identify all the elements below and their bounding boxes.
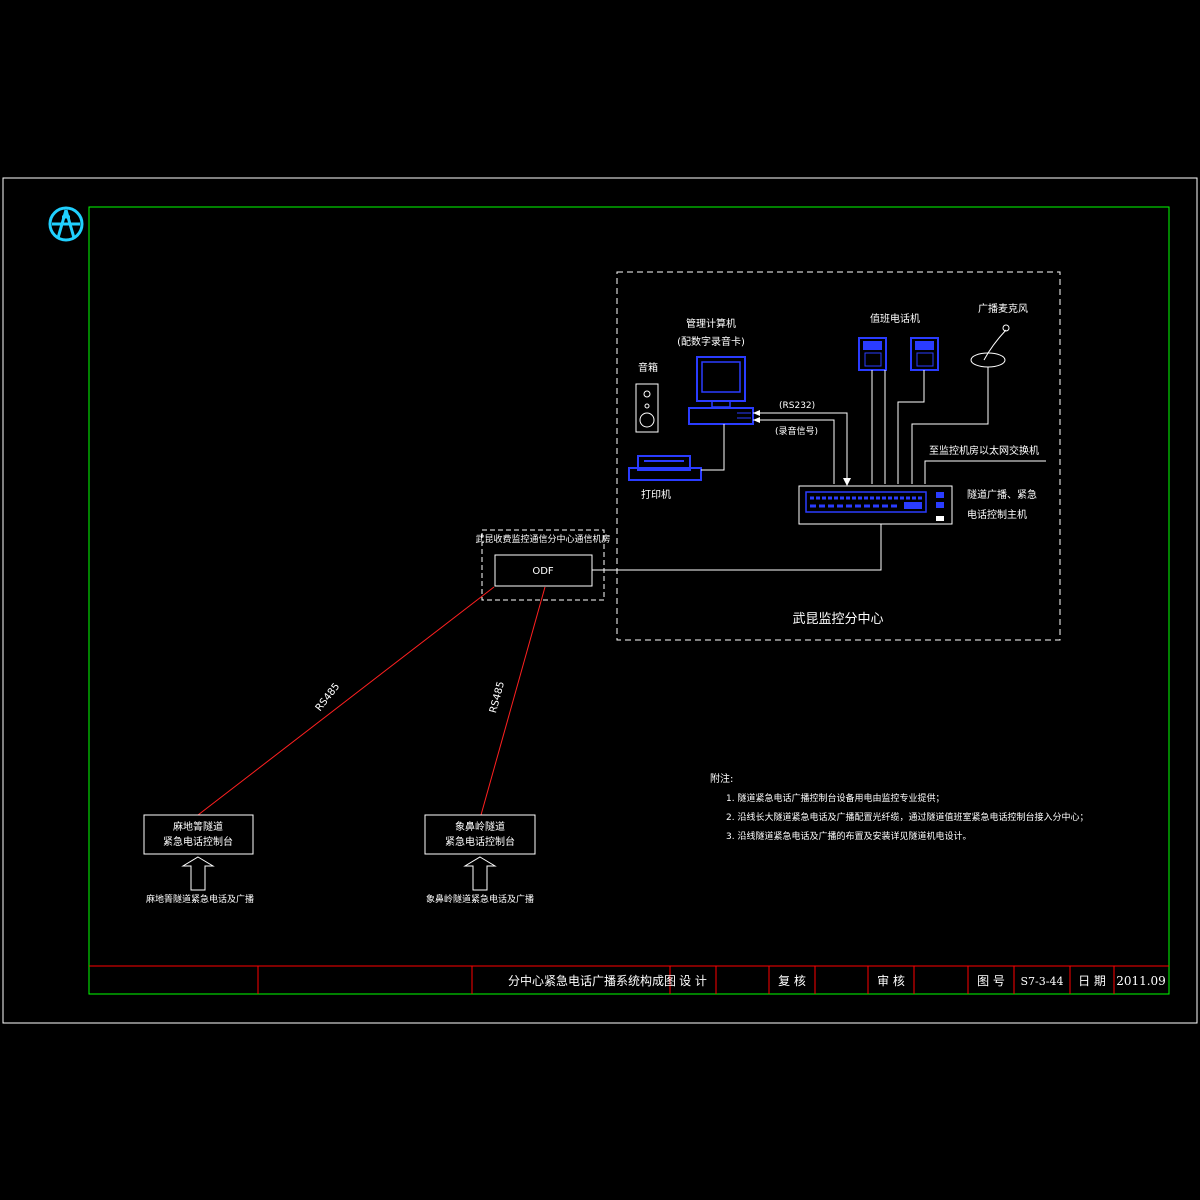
duty-phone-icon-2 bbox=[910, 337, 939, 371]
drawing-no: S7-3-44 bbox=[1021, 975, 1064, 988]
review-label: 审 核 bbox=[877, 973, 905, 988]
microphone-wire bbox=[911, 367, 989, 484]
note-item-2: 2. 沿线长大隧道紧急电话及广播配置光纤缆，通过隧道值班室紧急电话控制台接入分中… bbox=[726, 811, 1088, 823]
odf-room-label: 武昆收费监控通信分中心通信机房 bbox=[475, 533, 610, 545]
switch-wire bbox=[924, 460, 1046, 484]
fiber-label-left: RS485 bbox=[314, 681, 343, 713]
record-signal-wire bbox=[753, 419, 835, 484]
note-item-1: 1. 隧道紧急电话广播控制台设备用电由监控专业提供； bbox=[726, 792, 944, 804]
tunnel-right-box bbox=[424, 814, 536, 855]
host-label-1: 隧道广播、紧急 bbox=[967, 488, 1037, 501]
date-value: 2011.09 bbox=[1116, 974, 1166, 988]
outer-frame bbox=[2, 177, 1198, 1024]
rs232-arrow bbox=[843, 478, 851, 486]
management-computer-icon bbox=[688, 356, 754, 425]
odf-box bbox=[494, 554, 593, 587]
odf-label: ODF bbox=[532, 566, 554, 577]
duty-phone-label: 值班电话机 bbox=[870, 312, 920, 325]
tunnel-left-line2: 紧急电话控制台 bbox=[163, 835, 233, 848]
tunnel-right-caption: 象鼻岭隧道紧急电话及广播 bbox=[426, 893, 534, 905]
tunnel-left-caption: 麻地箐隧道紧急电话及广播 bbox=[146, 893, 254, 905]
inner-frame bbox=[88, 206, 1170, 995]
fiber-line-right bbox=[480, 586, 546, 816]
duty-phone-icon-1 bbox=[858, 337, 887, 371]
control-host-icon bbox=[798, 485, 953, 525]
tunnel-right-line2: 紧急电话控制台 bbox=[445, 835, 515, 848]
company-logo-icon bbox=[48, 206, 84, 242]
microphone-icon bbox=[970, 324, 1010, 368]
tunnel-left-box bbox=[143, 814, 254, 855]
microphone-label: 广播麦克风 bbox=[978, 302, 1028, 315]
date-label: 日 期 bbox=[1078, 974, 1106, 988]
rs232-label: (RS232) bbox=[779, 401, 815, 411]
monitoring-center-title: 武昆监控分中心 bbox=[792, 612, 883, 627]
drawing-no-label: 图 号 bbox=[977, 974, 1005, 988]
rs232-arrow-left bbox=[753, 410, 760, 416]
tunnel-right-arrow-icon bbox=[463, 856, 497, 891]
rs232-wire bbox=[753, 412, 848, 484]
tunnel-left-line1: 麻地箐隧道 bbox=[173, 820, 223, 833]
notes-title: 附注: bbox=[710, 772, 733, 785]
host-label-2: 电话控制主机 bbox=[967, 508, 1027, 521]
switch-label: 至监控机房以太网交换机 bbox=[929, 444, 1039, 457]
fiber-label-right: RS485 bbox=[488, 680, 507, 714]
computer-sub-label: (配数字录音卡) bbox=[677, 335, 745, 348]
record-signal-arrow bbox=[753, 417, 760, 423]
host-odf-wire bbox=[592, 524, 882, 571]
tunnel-left-arrow-icon bbox=[181, 856, 215, 891]
design-label: 设 计 bbox=[679, 974, 707, 988]
fiber-line-left bbox=[197, 586, 495, 816]
phone-wire-2 bbox=[897, 370, 925, 484]
drawing-title: 分中心紧急电话广播系统构成图 bbox=[508, 973, 676, 988]
printer-wire bbox=[701, 424, 725, 471]
speaker-label: 音箱 bbox=[638, 361, 658, 374]
tunnel-right-line1: 象鼻岭隧道 bbox=[455, 820, 505, 833]
printer-icon bbox=[628, 455, 702, 481]
odf-room-box bbox=[481, 529, 605, 601]
check-label: 复 核 bbox=[778, 974, 806, 988]
note-item-3: 3. 沿线隧道紧急电话及广播的布置及安装详见隧道机电设计。 bbox=[726, 830, 971, 842]
monitoring-center-box bbox=[616, 271, 1061, 641]
speaker-icon bbox=[635, 383, 659, 433]
title-block bbox=[89, 965, 1169, 994]
printer-label: 打印机 bbox=[641, 488, 671, 501]
computer-label: 管理计算机 bbox=[686, 317, 736, 330]
record-signal-label: (录音信号) bbox=[775, 425, 818, 437]
